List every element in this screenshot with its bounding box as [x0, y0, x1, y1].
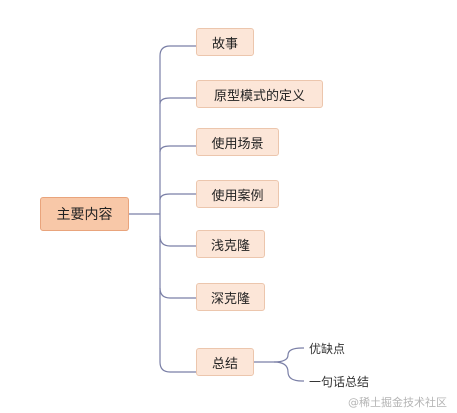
branch-node-use-scenarios[interactable]: 使用场景	[196, 128, 279, 156]
branch-node-summary[interactable]: 总结	[196, 348, 254, 376]
branch-node-definition[interactable]: 原型模式的定义	[196, 80, 323, 108]
branch-node-story[interactable]: 故事	[196, 28, 254, 56]
connector-branch-3	[159, 145, 196, 153]
branch-node-deep-clone[interactable]: 深克隆	[196, 283, 265, 311]
connector-branch-6	[159, 287, 196, 299]
leaf-node-one-sentence-summary[interactable]: 一句话总结	[309, 375, 370, 389]
connector-leaf-2	[273, 361, 304, 382]
root-node[interactable]: 主要内容	[40, 197, 129, 231]
connector-leaf-1	[273, 347, 304, 363]
connector-branch-2	[159, 97, 196, 105]
connector-branch-7	[159, 361, 196, 373]
connector-branch-5	[159, 235, 196, 247]
branch-node-use-cases[interactable]: 使用案例	[196, 180, 279, 208]
connector-branch-1	[159, 45, 196, 57]
connector-branch-4	[159, 193, 196, 201]
leaf-node-pros-cons[interactable]: 优缺点	[309, 342, 346, 356]
watermark: @稀土掘金技术社区	[348, 396, 447, 409]
branch-node-shallow-clone[interactable]: 浅克隆	[196, 230, 265, 258]
